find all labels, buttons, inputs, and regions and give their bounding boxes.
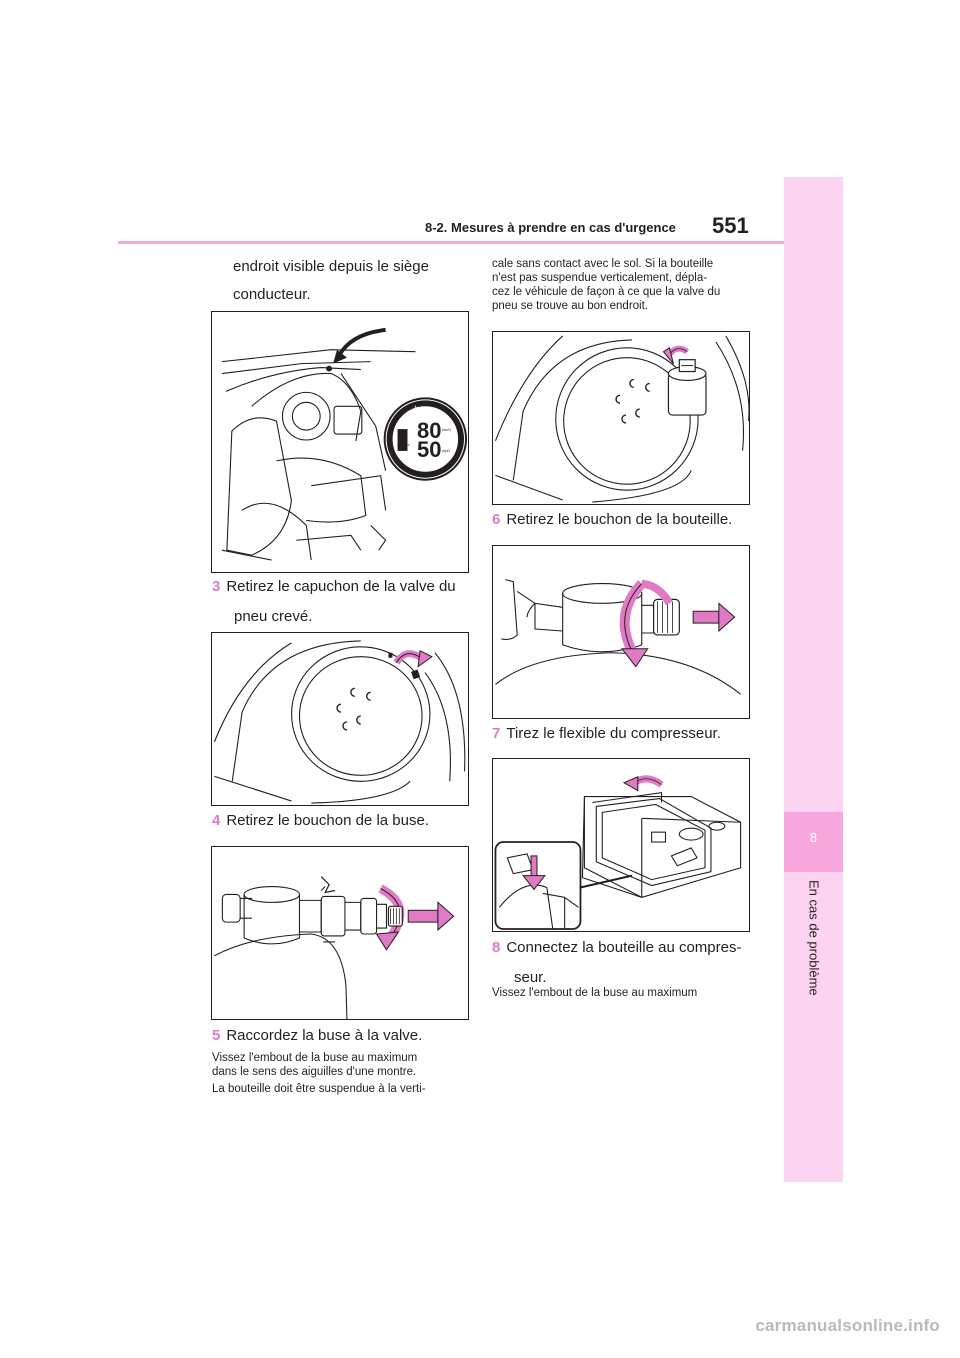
bottle-on-tire-illustration [494, 335, 749, 503]
figure-warning-label-location: WARNING 80 50 km/h mph max. [211, 311, 469, 573]
figure-compressor-hose [492, 758, 750, 932]
header-divider [118, 241, 784, 244]
warning-speed-bottom: 50 [417, 437, 442, 462]
warning-unit-bottom: mph [442, 448, 450, 453]
step-5-number: 5 [212, 1027, 221, 1044]
compressor-illustration [494, 775, 742, 930]
watermark: carmanualsonline.info [755, 1316, 940, 1335]
warning-sticker-icon [383, 397, 468, 481]
car-interior-illustration [221, 327, 468, 561]
step-3-number: 3 [212, 578, 221, 595]
warning-unit-top: km/h [442, 427, 451, 432]
step-7-number: 7 [492, 725, 501, 742]
step-8-note-1: Vissez l'embout de la buse au maximum [492, 987, 698, 999]
chapter-number: 8 [809, 830, 818, 845]
continued-note: cale sans contact avec le sol. Si la bou… [492, 258, 721, 312]
step-4-number: 4 [212, 812, 221, 829]
bottle-cap-illustration [495, 579, 741, 695]
page-number: 551 [712, 213, 749, 238]
step-8-number: 8 [492, 939, 501, 956]
chapter-side-tab [784, 177, 843, 1182]
bottle-nozzle-illustration [214, 876, 455, 1019]
tire-valve-illustration [213, 640, 466, 804]
chapter-title-vertical: En cas de problème [804, 880, 824, 1020]
intro-text: endroit visible depuis le siège conducte… [233, 258, 429, 303]
chapter-number-block [784, 812, 843, 872]
figure-nozzle-cap [211, 846, 469, 1020]
figure-bottle-on-valve [492, 331, 750, 505]
step-6-number: 6 [492, 511, 501, 528]
figure-bottle-cap [492, 545, 750, 719]
warning-speed-top: 80 [417, 418, 442, 443]
step-5-note-1: Vissez l'embout de la buse au maximum da… [212, 1052, 418, 1078]
chapter-title: En cas de problème [806, 880, 822, 996]
warning-max-text: max. [402, 442, 411, 447]
step-5-note-2: La bouteille doit être suspendue à la ve… [212, 1083, 426, 1095]
figure-valve-cap [211, 632, 469, 806]
section-title: 8-2. Mesures à prendre en cas d'urgence [425, 220, 676, 235]
